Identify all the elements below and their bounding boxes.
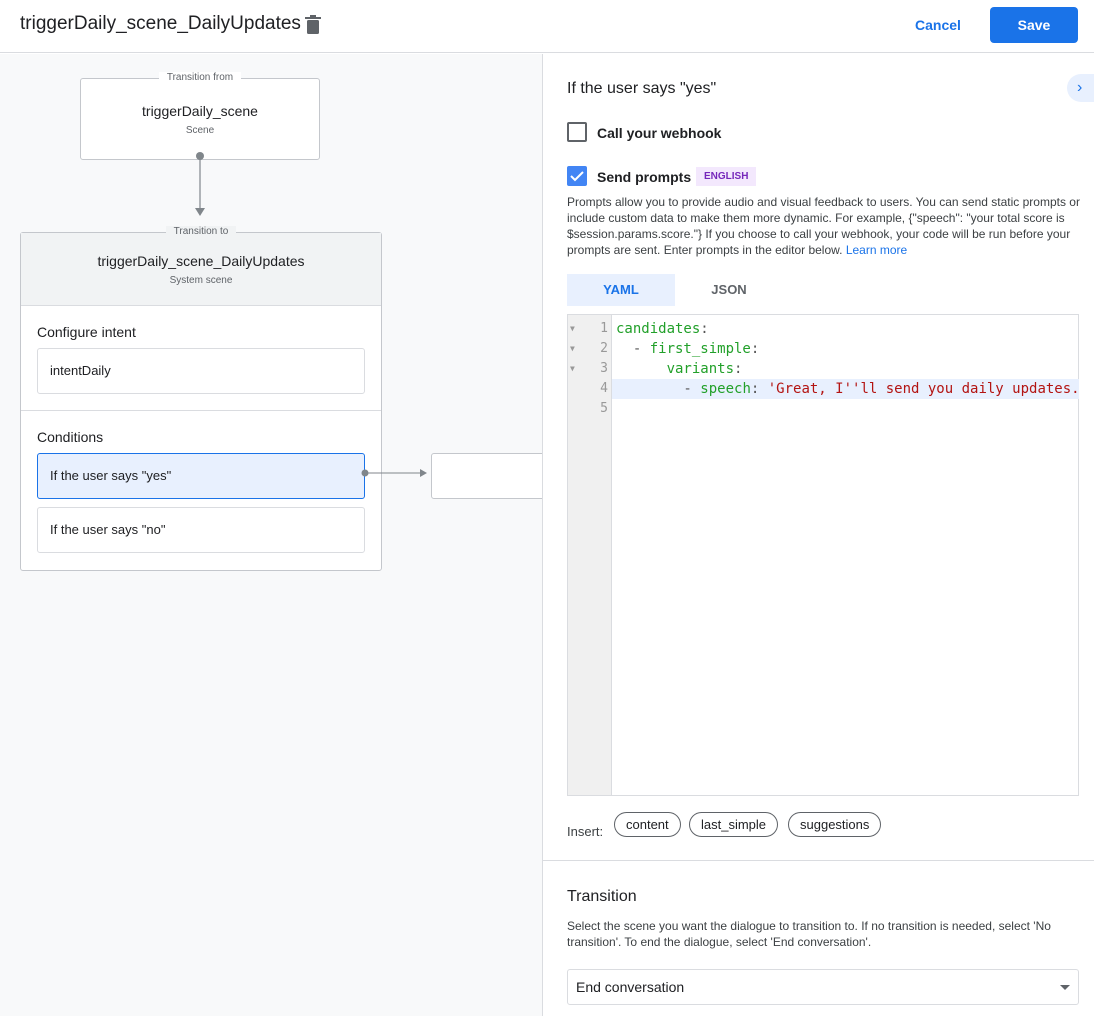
collapse-panel-button[interactable]: › [1067,74,1094,102]
node-legend: Transition from [158,72,242,83]
transition-select[interactable]: End conversation [567,969,1079,1005]
chevron-right-icon: › [1077,79,1083,96]
learn-more-link[interactable]: Learn more [845,243,908,257]
condition-yes[interactable]: If the user says "yes" [37,453,365,499]
flow-canvas[interactable]: Transition from triggerDaily_scene Scene… [0,54,542,1016]
panel-title: If the user says "yes" [567,80,717,97]
insert-label: Insert: [567,824,604,839]
empty-target-node[interactable] [431,453,542,499]
conditions-label: Conditions [37,429,104,445]
transition-to-node: Transition to triggerDaily_scene_DailyUp… [20,226,382,571]
send-prompts-checkbox[interactable] [567,166,587,186]
divider [543,860,1094,861]
cancel-button[interactable]: Cancel [905,8,971,42]
webhook-label: Call your webhook [597,125,722,141]
trash-icon[interactable] [304,15,322,35]
save-button[interactable]: Save [990,7,1078,43]
tab-yaml[interactable]: YAML [567,274,675,306]
insert-chip-last-simple[interactable]: last_simple [689,812,779,837]
insert-chip-content[interactable]: content [614,812,681,837]
condition-connector [361,469,427,477]
code-token: variants [666,361,735,377]
transition-value: End conversation [576,979,685,995]
language-badge: ENGLISH [696,167,757,186]
code-token: candidates [616,321,701,337]
transition-description: Select the scene you want the dialogue t… [567,919,1051,949]
code-token: speech [700,381,751,397]
configure-intent-label: Configure intent [37,324,136,340]
node-legend: Transition to [165,226,237,237]
node-type: Scene [185,125,215,136]
check-icon [570,171,584,182]
webhook-checkbox[interactable] [567,122,587,142]
page-title: triggerDaily_scene_DailyUpdates [20,13,301,34]
node-name: triggerDaily_scene [142,103,258,119]
transition-title: Transition [567,888,637,905]
description-text: Prompts allow you to provide audio and v… [567,195,1080,257]
condition-no[interactable]: If the user says "no" [37,507,365,553]
tab-json[interactable]: JSON [711,282,747,297]
condition-panel: If the user says "yes" › Call your webho… [542,54,1094,1016]
dropdown-arrow-icon [1060,985,1070,990]
code-token: first_simple [649,341,751,357]
prompts-description: Prompts allow you to provide audio and v… [567,194,1083,258]
insert-chip-suggestions[interactable]: suggestions [788,812,882,837]
intent-item[interactable]: intentDaily [37,348,365,394]
transition-from-node[interactable]: Transition from triggerDaily_scene Scene [80,72,320,160]
code-token: 'Great, I''ll send you daily updates. [767,381,1080,397]
send-prompts-label: Send prompts [597,169,692,185]
header: triggerDaily_scene_DailyUpdates Cancel S… [0,0,1094,53]
connector-arrow [195,152,205,216]
node-name: triggerDaily_scene_DailyUpdates [97,253,305,269]
node-type: System scene [169,275,233,286]
